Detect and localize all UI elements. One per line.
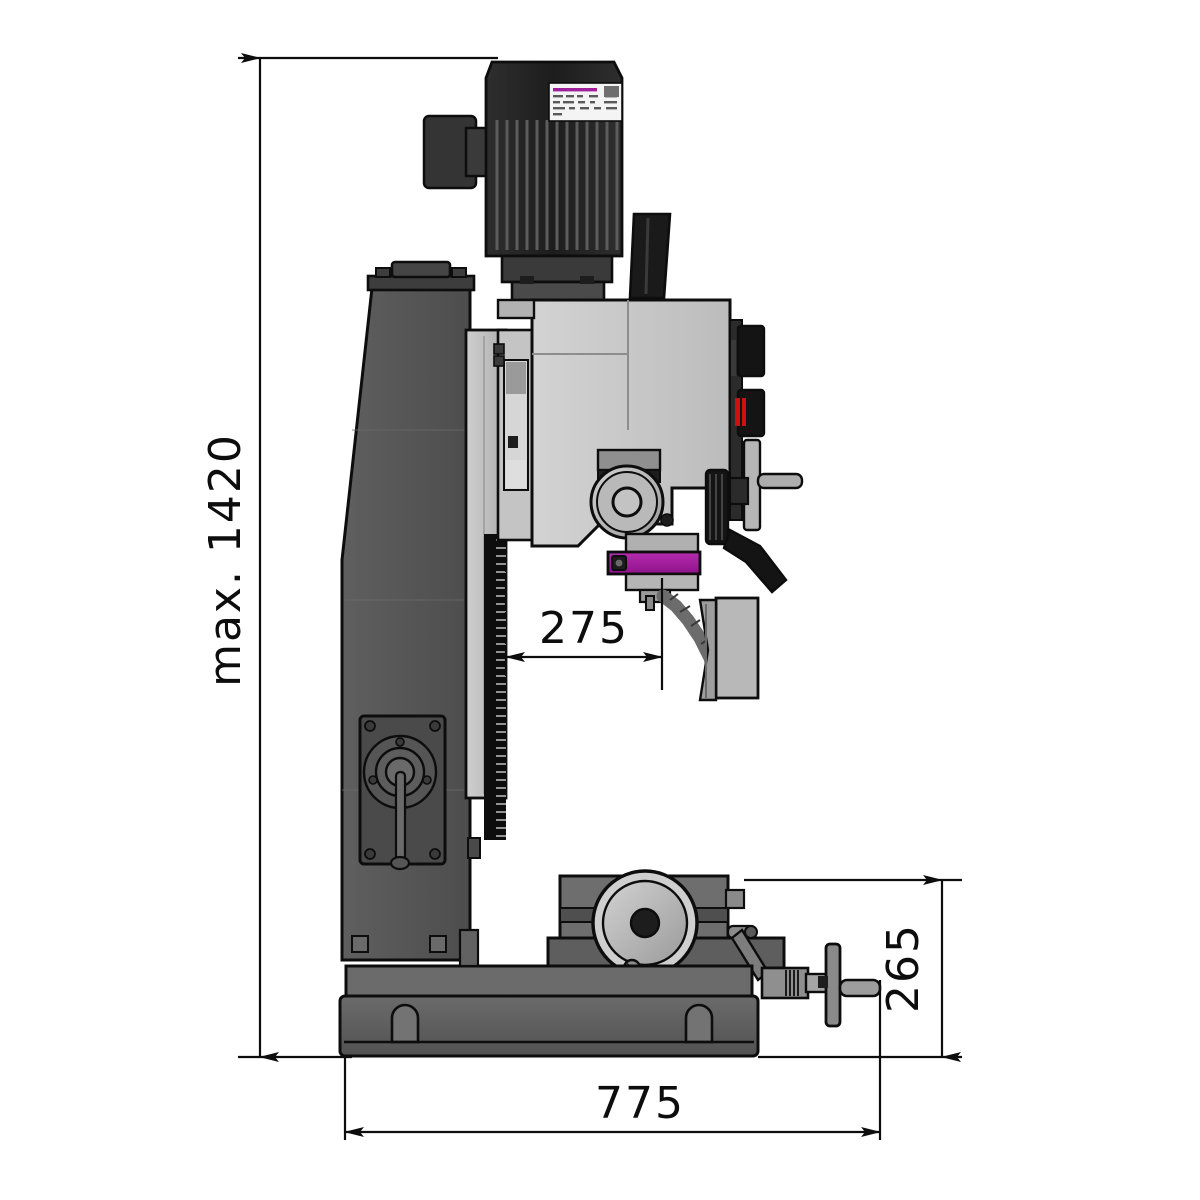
motor-adapter (510, 280, 606, 302)
cross-slide-assembly (546, 869, 882, 1028)
motor-flange (500, 254, 614, 284)
table-feed-handwheel[interactable] (760, 942, 882, 1028)
control-panel[interactable] (729, 319, 766, 521)
machine-drawing (338, 60, 882, 1058)
panel-button-upper[interactable] (736, 324, 766, 378)
dimension-labels: max. 1420 275 265 775 (200, 433, 929, 1129)
crank-link (726, 924, 770, 982)
dim-label-table-height: 265 (878, 923, 929, 1013)
speed-change-housing (628, 212, 672, 300)
cross-slide-dial[interactable] (591, 869, 699, 978)
dimension-annotations (238, 53, 962, 1140)
base-foot-left (390, 1003, 420, 1044)
milling-head (493, 298, 804, 702)
machine-base (338, 928, 760, 1058)
motor-nameplate (548, 82, 623, 122)
machine-column (340, 260, 481, 962)
spindle-guard[interactable] (698, 596, 760, 702)
dim-label-overall-depth: 775 (595, 1078, 685, 1129)
column-rack-gear (484, 534, 506, 840)
panel-button-lower[interactable] (736, 388, 766, 438)
spindle-nose (606, 532, 702, 611)
gearbox-cover-plate (358, 714, 447, 871)
dim-label-overall-height: max. 1420 (200, 433, 251, 687)
motor-assembly (422, 60, 624, 302)
feed-lever[interactable] (728, 438, 804, 532)
base-foot-right (684, 1003, 714, 1044)
dim-label-spindle-to-column: 275 (539, 603, 629, 654)
quill-feed-handwheel[interactable] (589, 448, 674, 540)
motor-cooling-fins (495, 120, 619, 250)
emergency-stop-indicator (735, 398, 740, 426)
head-clamp-lever[interactable] (704, 468, 788, 594)
